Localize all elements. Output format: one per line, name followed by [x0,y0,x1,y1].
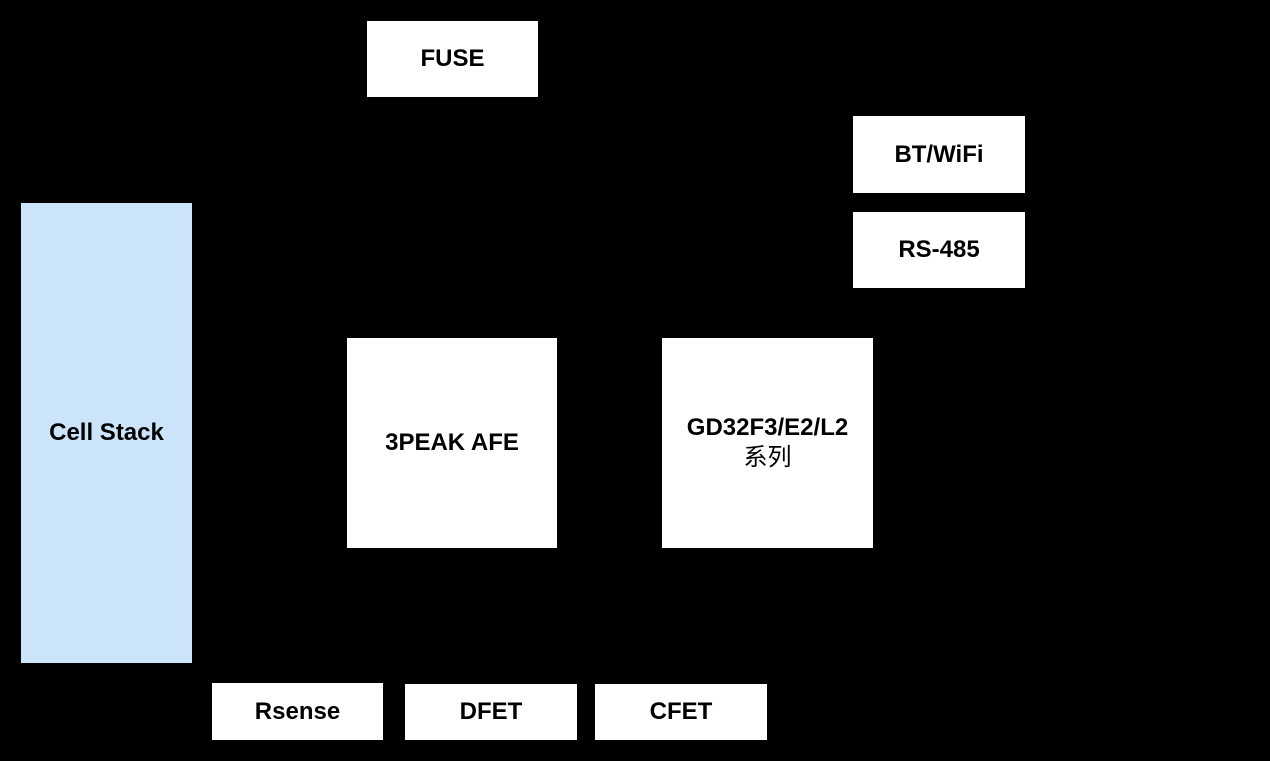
node-cell-stack-label: Cell Stack [49,419,164,446]
node-3peak-afe: 3PEAK AFE [347,338,557,548]
node-gd32-mcu-sublabel: 系列 [743,444,792,471]
node-rs485-label: RS-485 [898,236,980,263]
node-gd32-mcu: GD32F3/E2/L2 系列 [662,338,873,548]
node-3peak-afe-label: 3PEAK AFE [385,429,519,456]
node-dfet: DFET [405,684,577,740]
node-dfet-label: DFET [459,698,523,725]
node-fuse-label: FUSE [420,45,485,72]
node-rs485: RS-485 [853,212,1025,288]
node-bt-wifi-label: BT/WiFi [894,140,984,168]
node-cell-stack: Cell Stack [21,203,192,663]
node-bt-wifi: BT/WiFi [853,116,1025,193]
node-rsense-label: Rsense [254,697,341,725]
node-cfet: CFET [595,684,767,740]
node-cfet-label: CFET [649,698,713,725]
node-fuse: FUSE [367,21,538,97]
node-rsense: Rsense [212,683,383,740]
node-gd32-mcu-label: GD32F3/E2/L2 [686,414,849,441]
